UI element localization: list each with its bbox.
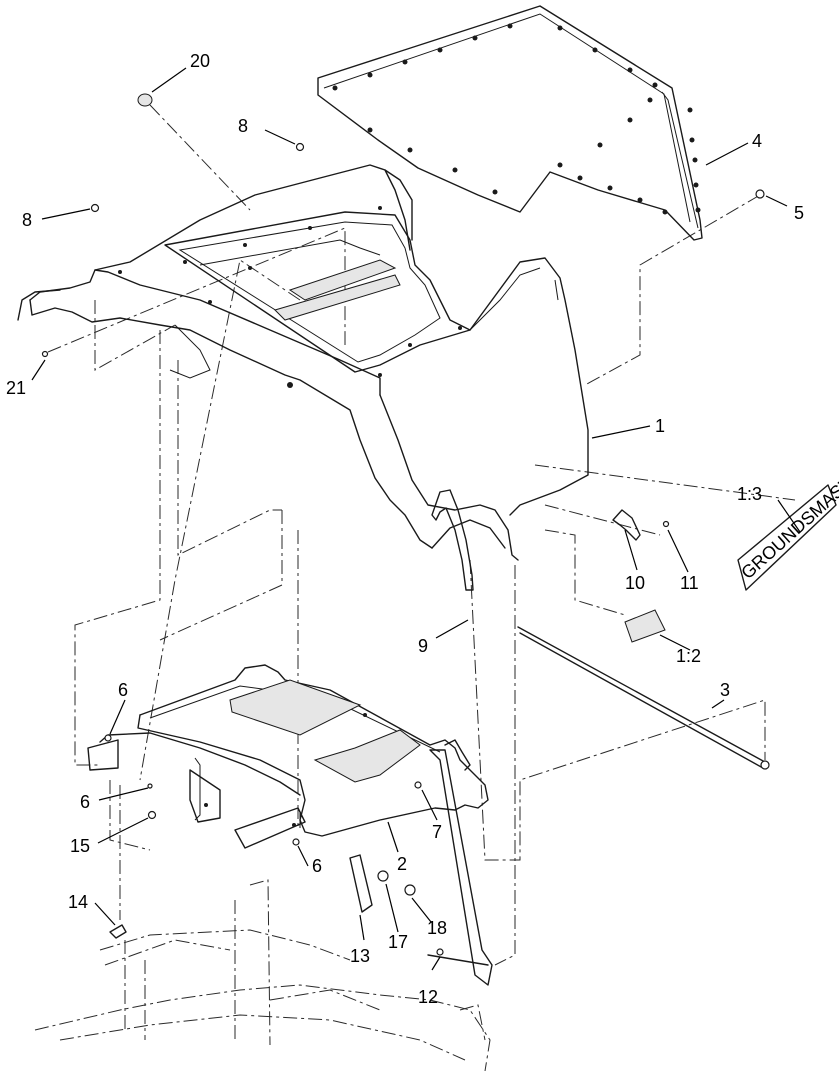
screw-7 bbox=[414, 781, 422, 789]
callout-15: 15 bbox=[70, 836, 90, 856]
nut-5 bbox=[755, 189, 765, 199]
leader-lines bbox=[31, 67, 801, 971]
grommet-20 bbox=[137, 93, 153, 107]
clip-9 bbox=[431, 489, 474, 591]
callout-10: 10 bbox=[625, 573, 645, 593]
callout-21: 21 bbox=[6, 378, 26, 398]
nut-6-c bbox=[292, 838, 300, 846]
support-rod bbox=[517, 626, 770, 770]
callout-14: 14 bbox=[68, 892, 88, 912]
strap-13 bbox=[349, 854, 373, 913]
lower-frame bbox=[87, 664, 493, 986]
callout-9: 9 bbox=[418, 636, 428, 656]
lower-chassis bbox=[34, 879, 491, 1071]
washer-17 bbox=[377, 870, 389, 882]
callout-12: 12 bbox=[418, 987, 438, 1007]
callout-1-2: 1:2 bbox=[676, 646, 701, 666]
callout-8-left: 8 bbox=[22, 210, 32, 230]
bracket-10 bbox=[612, 509, 641, 541]
callout-1-3: 1:3 bbox=[737, 484, 762, 504]
bolt-8-upper bbox=[295, 142, 305, 152]
nut-18 bbox=[404, 884, 416, 896]
bolt-12 bbox=[436, 948, 444, 956]
bolt-8-left bbox=[90, 203, 100, 213]
callout-2: 2 bbox=[397, 854, 407, 874]
cab-hood-body bbox=[17, 164, 589, 561]
callout-5: 5 bbox=[794, 203, 804, 223]
callout-11: 11 bbox=[680, 573, 699, 593]
decal-1-3: GROUNDSMASTER 360 bbox=[737, 433, 839, 591]
nut-6-a bbox=[104, 734, 112, 742]
roof-panel bbox=[317, 5, 703, 241]
decal-text: GROUNDSMASTER 360 bbox=[737, 433, 839, 583]
callout-18: 18 bbox=[427, 918, 447, 938]
callouts: 20 8 8 4 5 21 1 1:3 10 11 9 1:2 3 6 6 15… bbox=[6, 51, 804, 1007]
callout-17: 17 bbox=[388, 932, 408, 952]
callout-6-lower: 6 bbox=[312, 856, 322, 876]
screw-11 bbox=[662, 520, 670, 528]
callout-3: 3 bbox=[720, 680, 730, 700]
callout-8-upper: 8 bbox=[238, 116, 248, 136]
callout-1: 1 bbox=[655, 416, 665, 436]
callout-6-mid: 6 bbox=[80, 792, 90, 812]
screw-21 bbox=[41, 350, 49, 358]
callout-6-upper: 6 bbox=[118, 680, 128, 700]
phantom-lines bbox=[47, 104, 796, 966]
bolt-15 bbox=[147, 810, 157, 820]
label-1-2 bbox=[624, 609, 666, 643]
nut-6-b bbox=[147, 783, 153, 789]
callout-20: 20 bbox=[190, 51, 210, 71]
hardware bbox=[41, 93, 765, 966]
callout-7: 7 bbox=[432, 822, 442, 842]
pin-14 bbox=[109, 924, 127, 939]
callout-13: 13 bbox=[350, 946, 370, 966]
callout-4: 4 bbox=[752, 131, 762, 151]
